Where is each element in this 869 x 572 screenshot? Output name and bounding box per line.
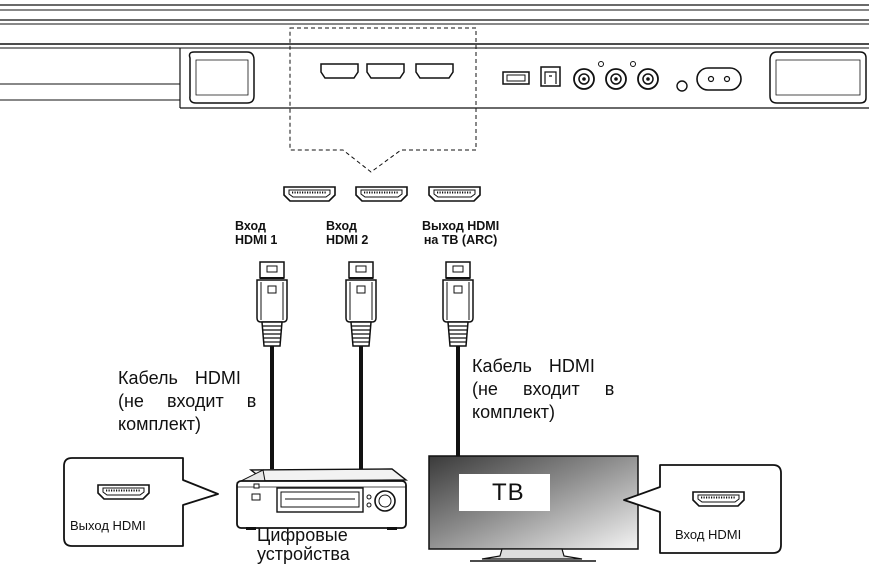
digital-device-illustration	[236, 468, 409, 530]
panel-hdmi-jacks	[320, 63, 454, 79]
soundbar-rear-panel	[0, 4, 869, 109]
tv-callout-text: Вход HDMI	[675, 527, 742, 542]
device-callout-text: Выход HDMI	[70, 518, 146, 533]
cable-note-right: Кабель HDMI (не входит в комплект)	[472, 356, 615, 422]
panel-other-connectors	[502, 61, 742, 92]
hdmi-arc-port-icon	[428, 186, 481, 202]
device-output-callout	[63, 457, 219, 547]
hdmi-plug-1	[256, 261, 288, 347]
tv-label: ТВ	[492, 479, 525, 506]
hdmi-in-2-port-icon	[355, 186, 408, 202]
tv-input-callout	[623, 464, 782, 554]
hdmi-plug-2	[345, 261, 377, 347]
tv-illustration	[428, 455, 639, 562]
zoom-region	[289, 27, 477, 173]
hdmi-in-1-port-icon	[283, 186, 336, 202]
hdmi-plug-3	[442, 261, 474, 347]
cable-note-left: Кабель HDMI (не входит в комплект)	[118, 368, 257, 434]
